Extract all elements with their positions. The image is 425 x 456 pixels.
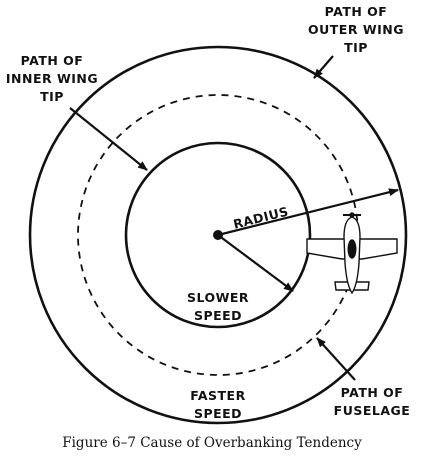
slower-speed-label: SLOWER SPEED: [187, 290, 249, 323]
airplane-icon: [306, 212, 398, 295]
fuselage-label-line1: PATH OF: [341, 385, 404, 400]
inner-wing-tip-leader-arrow: [69, 107, 148, 171]
outer-wing-tip-label-line3: TIP: [344, 40, 368, 55]
faster-speed-label: FASTER SPEED: [190, 388, 245, 421]
fuselage-leader-arrow: [316, 337, 356, 381]
inner-wing-tip-path-circle: [124, 141, 312, 329]
inner-wing-tip-label-line2: INNER WING: [6, 71, 98, 86]
inner-radius-arrow: [217, 234, 294, 292]
fuselage-label-line2: FUSELAGE: [334, 403, 411, 418]
outer-wing-tip-label-line1: PATH OF: [325, 4, 388, 19]
radius-label: RADIUS: [232, 204, 290, 232]
slower-speed-label-line2: SPEED: [194, 308, 242, 323]
inner-wing-tip-label-line3: TIP: [40, 89, 64, 104]
figure-caption: Figure 6–7 Cause of Overbanking Tendency: [62, 435, 362, 451]
faster-speed-label-line1: FASTER: [190, 388, 245, 403]
radius-arrow: [217, 188, 399, 237]
inner-wing-tip-label: PATH OF INNER WING TIP: [6, 53, 98, 104]
outer-wing-tip-path-circle: [28, 45, 408, 425]
outer-wing-tip-label-line2: OUTER WING: [308, 22, 404, 37]
inner-wing-tip-label-line1: PATH OF: [21, 53, 84, 68]
fuselage-label: PATH OF FUSELAGE: [334, 385, 411, 418]
faster-speed-label-line2: SPEED: [194, 406, 242, 421]
slower-speed-label-line1: SLOWER: [187, 290, 249, 305]
outer-wing-tip-leader-arrow: [313, 55, 334, 79]
outer-wing-tip-label: PATH OF OUTER WING TIP: [308, 4, 404, 55]
